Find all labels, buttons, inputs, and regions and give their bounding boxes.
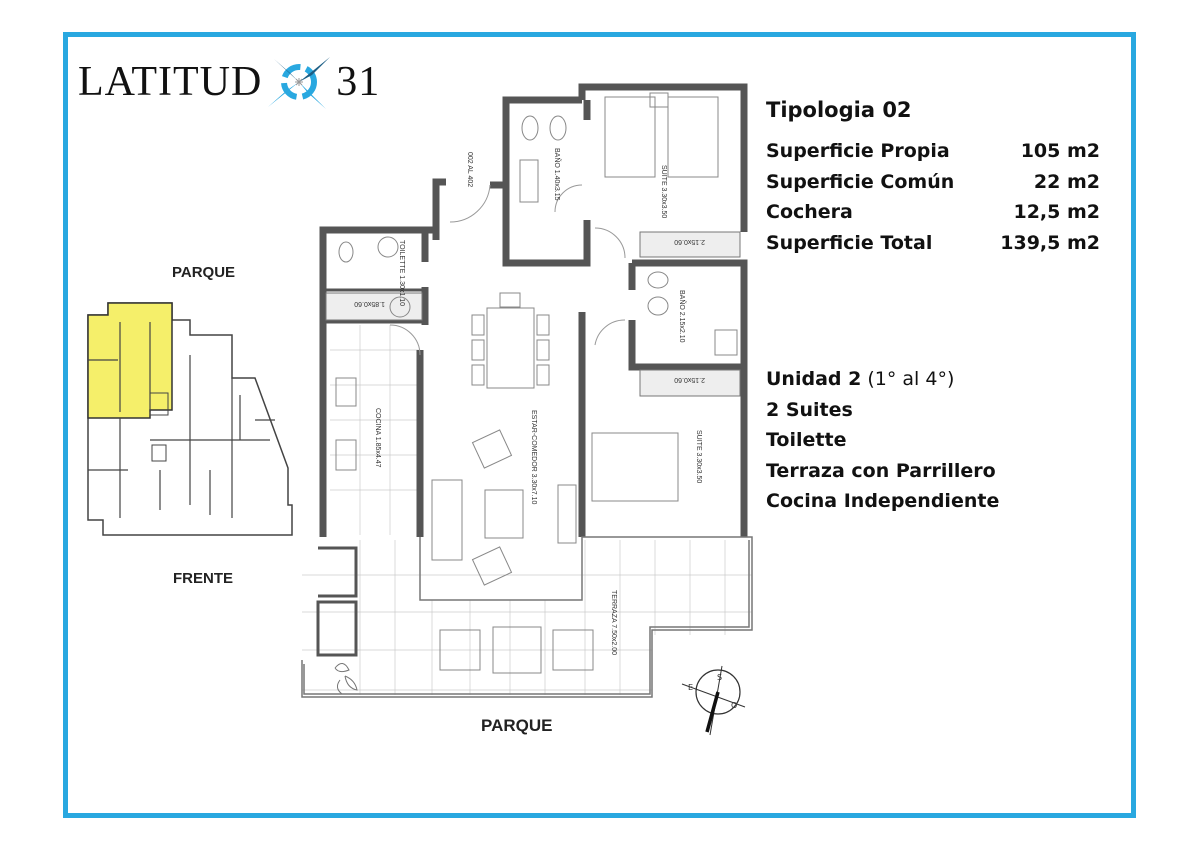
room-label: TERRAZA 7.50x2.00 xyxy=(610,590,617,655)
sofa xyxy=(431,479,463,561)
typology-title: Tipologia 02 xyxy=(766,98,912,122)
room-label: BAÑO 1.40x3.15 xyxy=(553,148,562,201)
armchair xyxy=(471,546,513,586)
compass-o: O xyxy=(731,701,737,710)
room-label: COCINA 1.85x4.47 xyxy=(374,408,381,468)
area-label: Superficie Propia xyxy=(766,140,950,162)
key-plan-highlight xyxy=(87,302,173,419)
room-label: BAÑO 2.15x2.10 xyxy=(678,290,687,343)
compass-logo-icon xyxy=(268,57,331,109)
room-label: ESTAR-COMEDOR 3.30x7.10 xyxy=(530,410,537,505)
closets xyxy=(325,231,741,397)
area-value: 12,5 m2 xyxy=(1013,201,1100,223)
area-row: Superficie Común 22 m2 xyxy=(766,171,1100,202)
plant-icon xyxy=(334,663,358,695)
dining-table xyxy=(486,307,535,389)
feature-item: 2 Suites xyxy=(766,398,853,421)
feature-item: Terraza con Parrillero xyxy=(766,459,996,482)
furniture xyxy=(335,92,738,674)
area-value: 105 m2 xyxy=(1020,140,1100,162)
terrace-table xyxy=(492,626,542,674)
bed xyxy=(604,96,656,178)
unit-heading: Unidad 2 (1° al 4°) xyxy=(766,368,999,399)
bed xyxy=(591,432,679,502)
room-label: 1.85x0.60 xyxy=(354,300,385,307)
room-label: 002 AL 402 xyxy=(466,152,473,187)
feature-item: Toilette xyxy=(766,429,847,451)
compass-e: E xyxy=(688,683,693,692)
walls xyxy=(319,83,748,537)
key-plan-bottom-label: FRENTE xyxy=(173,570,233,587)
area-value: 139,5 m2 xyxy=(1000,231,1100,254)
room-label: SUITE 3.30x3.50 xyxy=(660,165,667,218)
floor-tiles xyxy=(302,325,752,695)
door-swings xyxy=(389,184,626,356)
room-label: SUITE 3.30x3.50 xyxy=(695,430,702,483)
room-label: TOILETTE 1.30x1.10 xyxy=(398,240,405,306)
stove xyxy=(335,439,357,471)
room-label: 2.15x0.60 xyxy=(674,376,705,383)
area-row: Cochera 12,5 m2 xyxy=(766,201,1100,232)
armchair xyxy=(471,429,513,469)
area-table: Superficie Propia 105 m2 Superficie Común… xyxy=(766,140,1100,262)
area-label: Cochera xyxy=(766,201,853,223)
terrace-railing xyxy=(301,536,753,698)
logo-text-right: 31 xyxy=(336,59,381,105)
feature-item: Cocina Independiente xyxy=(766,490,1000,512)
coffee-table xyxy=(484,489,524,539)
unit-floors: (1° al 4°) xyxy=(861,368,955,390)
area-label: Superficie Total xyxy=(766,231,933,254)
closet-wall xyxy=(323,288,425,324)
brand-logo: LATITUD 31 xyxy=(78,52,380,112)
area-value: 22 m2 xyxy=(1033,170,1100,193)
area-row: Superficie Total 139,5 m2 xyxy=(766,232,1100,263)
plan-bottom-label: PARQUE xyxy=(481,716,553,735)
compass-s: S xyxy=(717,673,722,682)
page-border xyxy=(63,32,1136,818)
unit-features: Unidad 2 (1° al 4°) 2 Suites Toilette Te… xyxy=(766,368,999,521)
area-row: Superficie Propia 105 m2 xyxy=(766,140,1100,171)
logo-text-left: LATITUD xyxy=(78,59,263,105)
unit-name: Unidad 2 xyxy=(766,368,862,390)
compass-rose-icon: S O E xyxy=(681,665,746,736)
grill-walls xyxy=(316,546,358,657)
bed xyxy=(667,96,719,178)
key-plan xyxy=(87,302,293,536)
room-label: 2.15x0.60 xyxy=(674,238,705,245)
area-label: Superficie Común xyxy=(766,170,955,193)
key-plan-top-label: PARQUE xyxy=(172,264,236,281)
